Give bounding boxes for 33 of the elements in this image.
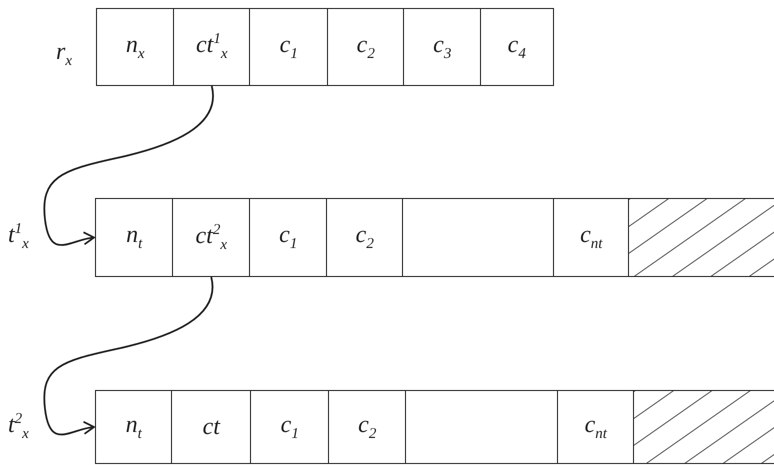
cell-label: c$_{4}$ (508, 32, 526, 62)
cell (328, 390, 406, 464)
cell (480, 8, 554, 86)
curved-arrow (43, 276, 214, 436)
cell-label: c$_{nt}$ (584, 412, 607, 442)
cell-label: n$_{t}$ (126, 223, 142, 252)
cell-label: n$_{t}$ (126, 412, 142, 442)
cell (327, 8, 404, 86)
cell (249, 198, 328, 277)
cell-label: c$_{2}$ (356, 223, 374, 252)
cell (557, 390, 634, 464)
cell-label: c$_{3}$ (433, 32, 452, 62)
cell (171, 390, 252, 464)
cell (249, 8, 328, 86)
cell-label: c$_{nt}$ (580, 223, 602, 252)
cell (326, 198, 404, 277)
cell-label: c$_{2}$ (358, 412, 376, 442)
cell (172, 198, 250, 277)
row-label: r$_{x}$ (56, 40, 72, 69)
cell (403, 8, 482, 86)
cell-label: n$_{x}$ (126, 32, 145, 62)
cell-label: ct (202, 415, 220, 439)
curved-arrow (43, 86, 214, 246)
cell (96, 8, 174, 86)
cell-label: c$_{1}$ (280, 412, 299, 442)
cell-label: c$_{1}$ (279, 223, 298, 252)
cell (250, 390, 330, 464)
cell-label: c$_{2}$ (356, 32, 375, 62)
cell-label: c$_{1}$ (280, 32, 298, 62)
cell (553, 198, 630, 277)
cell (173, 8, 250, 86)
cell (95, 390, 172, 464)
cell (95, 198, 174, 277)
